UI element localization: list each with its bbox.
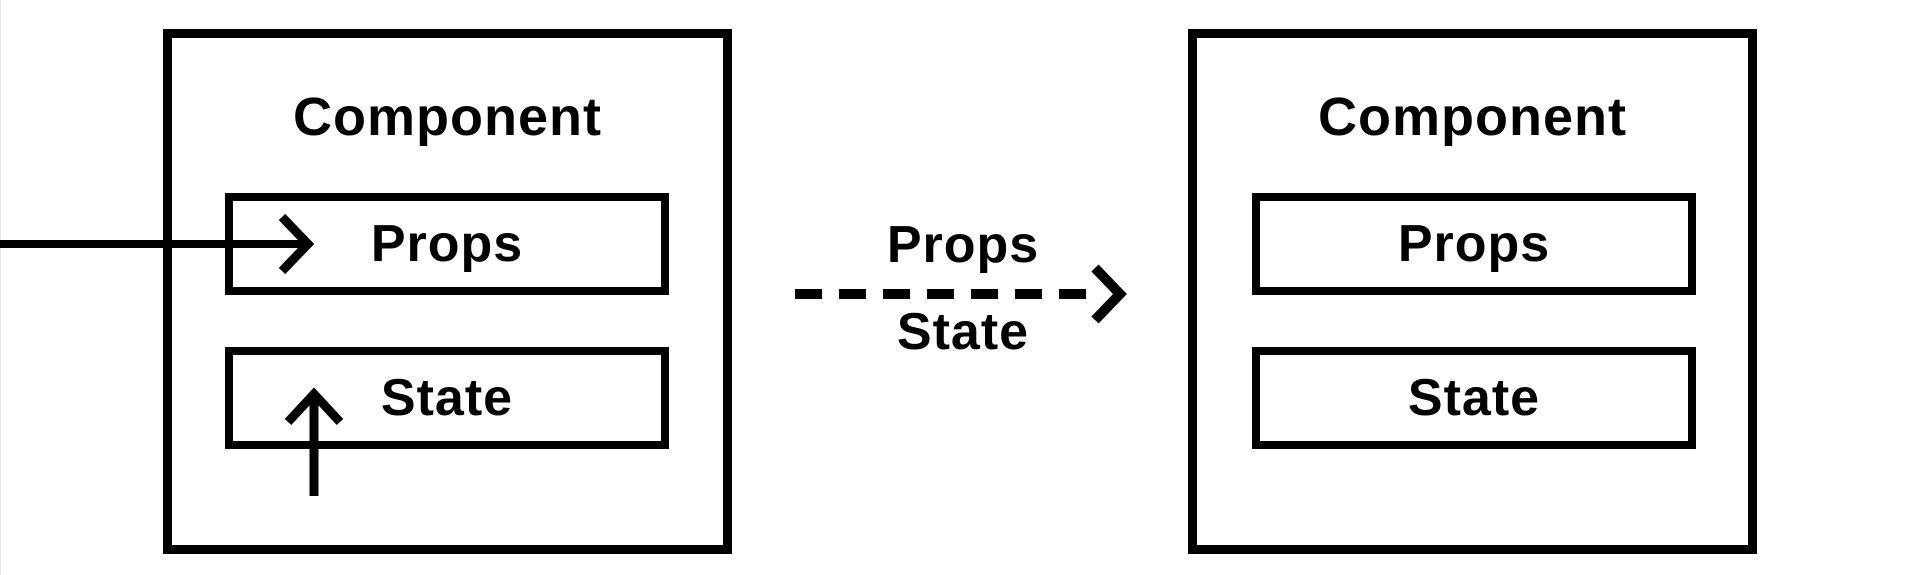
left-state-label: State — [380, 369, 514, 427]
left-component-title: Component — [293, 87, 602, 147]
left-edge-divider — [0, 0, 1, 575]
right-state-box: State — [1252, 347, 1696, 449]
props-input-arrow-icon — [0, 213, 315, 275]
right-component-title: Component — [1318, 87, 1627, 147]
transfer-label-props: Props — [886, 216, 1040, 274]
left-state-box: State — [225, 347, 669, 449]
left-props-box: Props — [225, 193, 669, 295]
transfer-dashed-arrow-icon — [795, 264, 1127, 324]
right-state-label: State — [1407, 369, 1541, 427]
left-props-label: Props — [370, 215, 524, 273]
transfer-label-state: State — [896, 303, 1030, 361]
state-update-arrow-icon — [284, 387, 344, 496]
right-props-label: Props — [1397, 215, 1551, 273]
right-props-box: Props — [1252, 193, 1696, 295]
